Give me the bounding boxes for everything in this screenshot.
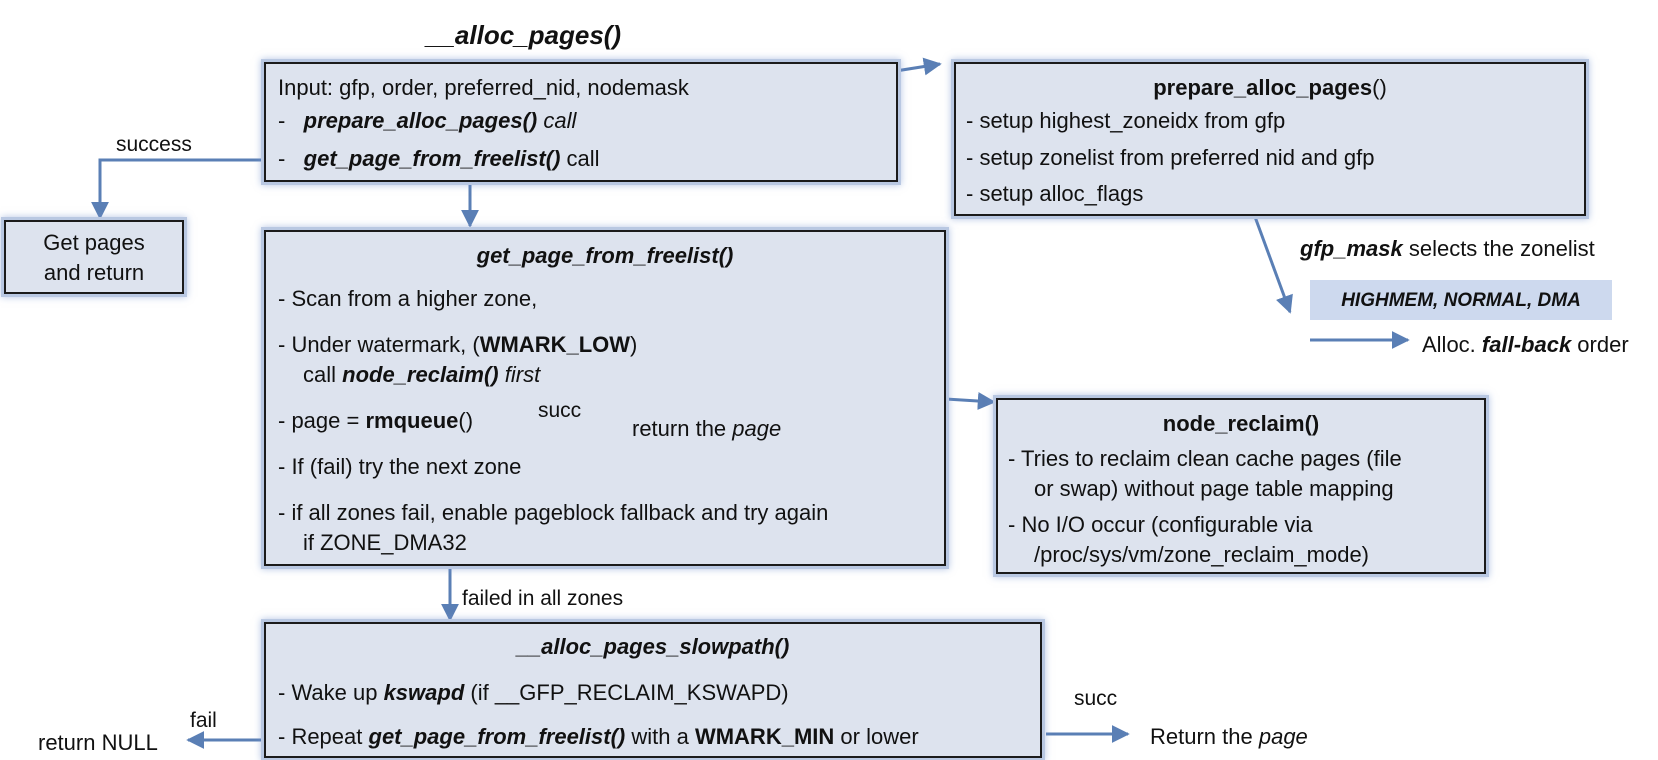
gfp-mask-bold: gfp_mask [1300, 236, 1403, 261]
gpff-fail-next: - If (fail) try the next zone [278, 454, 522, 479]
wm-a: - Under watermark, ( [278, 332, 480, 357]
zone-order-tag [1310, 280, 1612, 320]
r-gpff: get_page_from_freelist() [368, 724, 626, 749]
wm-c: ) [630, 332, 638, 357]
gpff-call-node-reclaim: call node_reclaim() first [303, 362, 540, 388]
return-page-prefix: Return the [1150, 724, 1259, 749]
gpff-title: get_page_from_freelist() [476, 243, 734, 268]
fail-label: fail [190, 709, 217, 732]
wmark-min: WMARK_MIN [694, 724, 835, 749]
slowpath-repeat: - Repeat get_page_from_freelist() with a… [278, 724, 919, 750]
call-first: first [498, 362, 541, 387]
get-pages-box [4, 220, 184, 294]
gpff-watermark: - Under watermark, (WMARK_LOW) [278, 332, 637, 358]
arrow-success [91, 158, 264, 220]
slowpath-title: __alloc_pages_slowpath() [516, 634, 790, 659]
alloc-input-text: Input: gfp, order, preferred_nid, nodema… [278, 75, 689, 100]
prepare-item-2: - setup zonelist from preferred nid and … [966, 145, 1375, 170]
wm-low: WMARK_LOW [479, 332, 631, 357]
failed-all-zones-label: failed in all zones [462, 587, 624, 610]
r-e: or lower [834, 724, 919, 749]
get-pages-line2: and return [43, 260, 145, 285]
node-reclaim-l4: /proc/sys/vm/zone_reclaim_mode) [1034, 542, 1370, 567]
r-c: with a [625, 724, 695, 749]
node-reclaim-title: node_reclaim() [1162, 411, 1320, 436]
fallback-prefix: Alloc. [1422, 332, 1482, 357]
r-a: - Repeat [278, 724, 369, 749]
slowpath-succ-label: succ [1074, 687, 1118, 710]
call-a: call [303, 362, 343, 387]
alloc-pages-slowpath-box [264, 622, 1042, 758]
gpff-page-rmqueue: - page = rmqueue() [278, 408, 473, 434]
alloc-line-prepare: - prepare_alloc_pages() call [278, 108, 576, 134]
page-c: () [458, 408, 474, 433]
rmqueue-succ-label: succ [538, 399, 582, 422]
node-reclaim-box [996, 398, 1486, 574]
call-node-reclaim-fn: node_reclaim() [342, 362, 499, 387]
gpff-fn-name: get_page_from_freelist() [303, 146, 561, 171]
get-page-from-freelist-box [264, 230, 946, 566]
prepare-item-3: - setup alloc_flags [966, 181, 1144, 206]
node-reclaim-l2: or swap) without page table mapping [1034, 476, 1394, 501]
node-reclaim-l3: - No I/O occur (configurable via [1008, 512, 1313, 537]
dash: - [278, 146, 286, 171]
call-word: call [543, 108, 577, 133]
fallback-note: Alloc. fall-back order [1422, 332, 1629, 358]
w-a: - Wake up [278, 680, 384, 705]
gpff-all-zones-1: - if all zones fail, enable pageblock fa… [278, 500, 829, 525]
gpff-scan: - Scan from a higher zone, [278, 286, 538, 311]
page-a: - page = [278, 408, 366, 433]
slowpath-wake-kswapd: - Wake up kswapd (if __GFP_RECLAIM_KSWAP… [278, 680, 789, 706]
success-label: success [116, 133, 192, 156]
prepare-item-1: - setup highest_zoneidx from gfp [966, 108, 1286, 133]
return-null-label: return NULL [38, 730, 158, 755]
gfp-mask-note: gfp_mask selects the zonelist [1300, 236, 1595, 262]
get-pages-line1: Get pages [43, 230, 145, 255]
return-page-label: Return the page [1150, 724, 1308, 750]
prepare-title-fn: prepare_alloc_pages [1153, 75, 1373, 100]
w-c: (if __GFP_RECLAIM_KSWAPD) [464, 680, 789, 705]
alloc-pages-box [264, 62, 898, 182]
prepare-alloc-pages-box [954, 62, 1586, 216]
alloc-line-gpff: - get_page_from_freelist() call [278, 146, 600, 172]
call-word: call [566, 146, 600, 171]
page-title: __alloc_pages() [426, 20, 622, 50]
prepare-title-paren: () [1372, 75, 1387, 100]
node-reclaim-l1: - Tries to reclaim clean cache pages (fi… [1008, 446, 1402, 471]
fallback-suffix: order [1571, 332, 1629, 357]
fallback-bold: fall-back [1481, 332, 1572, 357]
rmqueue-fn: rmqueue [365, 408, 459, 433]
gpff-all-zones-2: if ZONE_DMA32 [303, 530, 467, 555]
gfp-mask-rest: selects the zonelist [1402, 236, 1595, 261]
gpff-return-page: return the page [632, 416, 781, 442]
kswapd: kswapd [383, 680, 465, 705]
prepare-box-title: prepare_alloc_pages() [954, 75, 1586, 101]
ret-a: return the [632, 416, 733, 441]
ret-page: page [732, 416, 782, 441]
zone-order-text: HIGHMEM, NORMAL, DMA [1341, 290, 1581, 311]
prepare-fn-name: prepare_alloc_pages() [303, 108, 538, 133]
return-page-italic: page [1258, 724, 1308, 749]
dash: - [278, 108, 286, 133]
